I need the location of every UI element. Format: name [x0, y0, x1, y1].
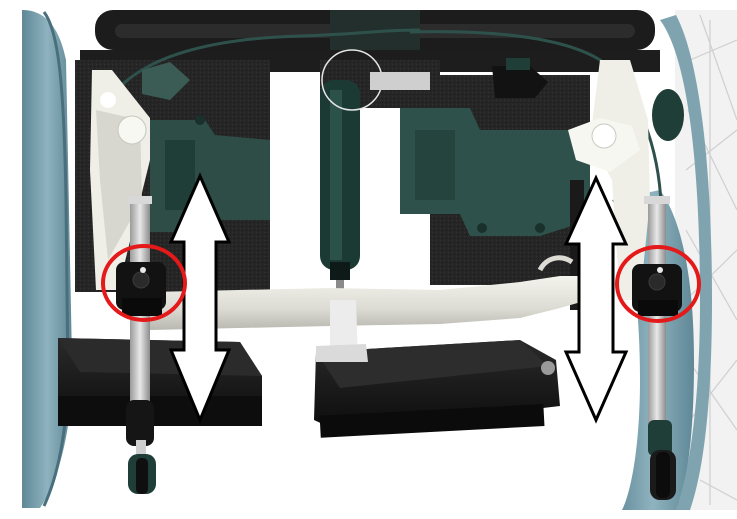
highlight-circle-left — [101, 244, 187, 322]
footrest-crossbar — [150, 255, 588, 362]
left-frame-leg — [90, 70, 150, 290]
left-footplate — [58, 338, 262, 426]
right-footplate — [314, 340, 560, 438]
right-caster — [644, 196, 676, 500]
up-down-arrow-left — [168, 172, 232, 424]
up-down-arrow-right — [563, 174, 629, 424]
left-wheel — [22, 10, 73, 508]
frame-brackets — [150, 80, 590, 310]
right-height-clamp — [632, 264, 682, 316]
seat-hardware — [142, 58, 548, 100]
highlight-circle-right — [615, 245, 701, 323]
left-height-clamp — [116, 262, 166, 316]
